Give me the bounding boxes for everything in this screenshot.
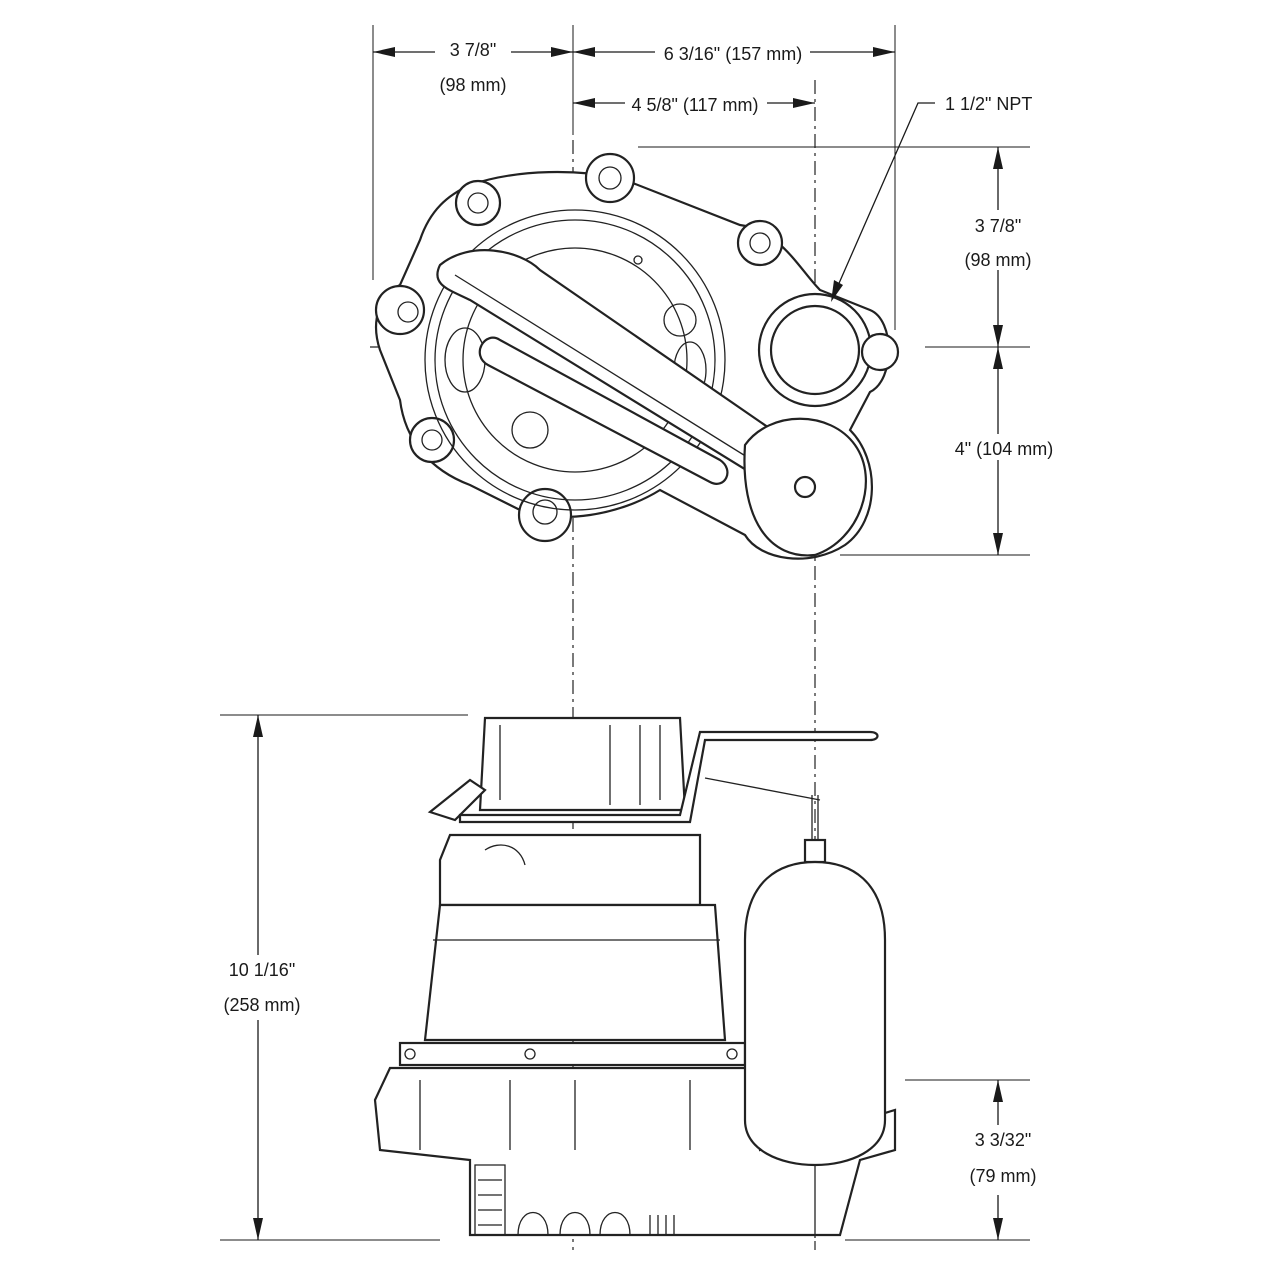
- mount-hole-3: [749, 232, 771, 254]
- motor-ring-outer: [424, 209, 726, 511]
- cap-screw: [633, 255, 643, 265]
- cap-boss-2: [663, 303, 697, 337]
- arrow: [253, 1218, 263, 1240]
- label-float-metric: (79 mm): [970, 1166, 1037, 1186]
- flange-bolt-1: [404, 1048, 416, 1060]
- mount-hole-1: [467, 192, 489, 214]
- top-view: [370, 80, 900, 1250]
- cap-ribs: [499, 725, 661, 805]
- label-height-imperial: 10 1/16": [229, 960, 295, 980]
- base-grille: [649, 1215, 675, 1235]
- volute-ribs: [419, 1080, 691, 1150]
- label-top-left-metric: (98 mm): [440, 75, 507, 95]
- label-height-metric: (258 mm): [223, 995, 300, 1015]
- label-outlet-thread: 1 1/2" NPT: [945, 94, 1032, 114]
- outlet-port-inner: [769, 304, 861, 396]
- label-right-upper-metric: (98 mm): [965, 250, 1032, 270]
- dimension-labels: 3 7/8" (98 mm) 6 3/16" (157 mm) 4 5/8" (…: [223, 36, 1058, 1186]
- mount-lug-4: [374, 284, 426, 336]
- arrow: [993, 1080, 1003, 1102]
- label-bg: [655, 38, 810, 64]
- mount-lug-3: [736, 219, 784, 267]
- arrow: [993, 147, 1003, 169]
- label-float-imperial: 3 3/32": [975, 1130, 1031, 1150]
- motor-cap-side: [478, 716, 687, 812]
- arrow: [551, 47, 573, 57]
- outlet-lug: [860, 332, 900, 372]
- motor-ring-inner: [434, 219, 716, 501]
- motor-housing: [423, 903, 727, 1042]
- label-bg: [960, 210, 1036, 270]
- motor-cap: [462, 247, 688, 473]
- cap-boss-1: [511, 411, 549, 449]
- npt-leader: [832, 102, 935, 298]
- housing-flange: [398, 1041, 747, 1067]
- mount-lug-2: [584, 152, 636, 204]
- intake-screen: [474, 1164, 506, 1236]
- mount-hole-2: [598, 166, 622, 190]
- arrow: [993, 325, 1003, 347]
- float-stop: [803, 838, 827, 864]
- mount-lug-5: [408, 416, 456, 464]
- intake-slots: [517, 1211, 631, 1236]
- side-view: [373, 716, 897, 1238]
- arrow: [993, 533, 1003, 555]
- arrow: [993, 347, 1003, 369]
- arrow: [873, 47, 895, 57]
- flange-bolt-3: [726, 1048, 738, 1060]
- arrow: [573, 47, 595, 57]
- label-right-upper-imperial: 3 7/8": [975, 216, 1021, 236]
- switch-rod: [704, 777, 821, 801]
- float-rod-edge: [454, 274, 801, 491]
- label-top-total: 6 3/16" (157 mm): [664, 44, 802, 64]
- float-arm-lower: [478, 336, 729, 485]
- label-right-lower: 4" (104 mm): [955, 439, 1053, 459]
- float-ball: [743, 860, 887, 1167]
- arrow: [373, 47, 395, 57]
- flange-bolt-2: [524, 1048, 536, 1060]
- label-outlet-offset: 4 5/8" (117 mm): [631, 95, 758, 115]
- mount-hole-5: [421, 429, 443, 451]
- arrow: [793, 98, 815, 108]
- carry-handle: [427, 778, 487, 822]
- arrow: [831, 280, 843, 302]
- mount-hole-6: [532, 499, 558, 525]
- float-pivot: [793, 475, 817, 499]
- arrow: [253, 715, 263, 737]
- label-bg: [435, 36, 511, 60]
- label-top-left-imperial: 3 7/8": [450, 40, 496, 60]
- switch-bracket: [458, 730, 879, 824]
- mount-lug-1: [454, 179, 502, 227]
- label-bg: [625, 90, 767, 116]
- label-bg: [948, 434, 1058, 460]
- cord-entry: [484, 844, 526, 866]
- motor-housing-upper: [438, 833, 702, 907]
- mount-hole-4: [397, 301, 419, 323]
- arrow: [993, 1218, 1003, 1240]
- mount-lug-6: [517, 487, 573, 543]
- arrow: [573, 98, 595, 108]
